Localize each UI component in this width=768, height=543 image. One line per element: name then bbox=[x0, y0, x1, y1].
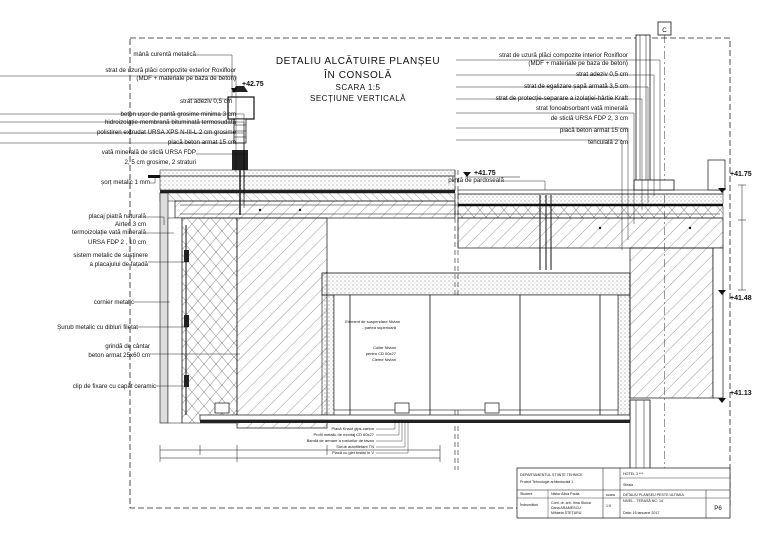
right-leaders bbox=[456, 59, 661, 250]
left-leaders bbox=[0, 54, 245, 387]
tb-project: Proiect Tehnologie arhitecturală 1 bbox=[520, 480, 573, 484]
label-stone-cladding: placaj piatră naturală bbox=[89, 213, 147, 220]
bottom-notes: Placă Knauf gips-carton Profil metalic d… bbox=[307, 420, 409, 455]
title-line2: ÎN CONSOLĂ bbox=[323, 68, 392, 81]
level-marker: +41.75 bbox=[463, 170, 520, 178]
tb-tutor-label: Îndrumători bbox=[519, 503, 538, 507]
center-notes: Element de suspendare Nivtan - partea su… bbox=[345, 319, 400, 362]
label-interior-slab: placă beton armat 15 cm bbox=[560, 127, 628, 134]
tb-date: Data: 16 ianuarie 2017 bbox=[623, 511, 659, 515]
label-beam-note: beton armat 25x60 cm bbox=[88, 352, 150, 359]
label-waterproofing: hidroizolație-membrană bituminată termos… bbox=[105, 119, 237, 126]
label-adhesive: strat adeziv 0,5 cm bbox=[180, 98, 232, 105]
grid-marker-label: C bbox=[662, 27, 667, 34]
tb-student-name: Nistor Alina Paula bbox=[551, 492, 579, 496]
level-label: +42.75 bbox=[242, 81, 264, 88]
sheet-border bbox=[129, 37, 731, 509]
label-interior-finish-note: (MDF + materiale pe baza de beton) bbox=[528, 60, 628, 67]
tb-tutor: Mihaela ȘTEȚARU bbox=[551, 511, 582, 515]
level-label: +41.48 bbox=[730, 295, 752, 302]
label-support-system: sistem metalic de susținere bbox=[73, 252, 148, 259]
tb-drawing-name: DETALIU PLANȘEU PESTE ULTIMUL bbox=[623, 493, 685, 497]
title-block: DEPARTAMENTUL ȘTIINȚE TEHNICE Proiect Te… bbox=[516, 467, 731, 519]
tb-location: Sinaia bbox=[623, 483, 633, 487]
label-angle: cornier metalic bbox=[94, 299, 134, 306]
label-handrail: mână curentă metalică bbox=[133, 51, 196, 58]
label-beam: grindă de cântar bbox=[105, 343, 150, 350]
tb-hotel: HOTEL 3 *** bbox=[623, 472, 644, 476]
level-marker: +41.75 bbox=[718, 171, 752, 193]
tb-scale-value: 1:5 bbox=[606, 504, 611, 508]
label-mineral-wool: vată minerală de sticlă URSA FDP bbox=[102, 149, 196, 156]
left-label-column: mână curentă metalică strat de uzură plă… bbox=[57, 51, 236, 390]
tb-tutor: Conf. dr. arh. Irina Stoica bbox=[551, 501, 591, 505]
label-airtec: Airtec 3 cm bbox=[115, 221, 146, 228]
level-label: +41.75 bbox=[474, 170, 496, 177]
title-section: SECȚIUNE VERTICALĂ bbox=[310, 94, 406, 103]
label-leveling: strat de egalizare șapă armată 3,5 cm bbox=[524, 83, 628, 90]
tb-student-label: Student bbox=[520, 492, 532, 496]
svg-text:Șurub autofiletant TN: Șurub autofiletant TN bbox=[336, 444, 374, 449]
label-interior-finish: strat de uzură plăci compozite interior … bbox=[499, 52, 628, 59]
svg-text:Element de suspendare Nivtan: Element de suspendare Nivtan bbox=[345, 319, 400, 324]
label-mineral-wool-note: 2, 5 cm grosime, 2 straturi bbox=[124, 159, 196, 166]
label-flashing: șorț metalic 1 mm bbox=[101, 179, 150, 186]
svg-text:- partea superioară: - partea superioară bbox=[362, 325, 397, 330]
label-skirting: plintă de pardoseală bbox=[448, 177, 504, 184]
label-support-system-note: a placajului de fațadă bbox=[90, 261, 149, 268]
tb-tutor: Dana ARAMESCU bbox=[551, 506, 581, 510]
dimension-line bbox=[159, 445, 441, 462]
label-exterior-finish: strat de uzură plăci compozite exterior … bbox=[105, 67, 236, 74]
svg-text:Cleme Nivtan: Cleme Nivtan bbox=[372, 357, 396, 362]
svg-text:Bandă de armare a rosturilor d: Bandă de armare a rosturilor de tavan bbox=[307, 438, 374, 443]
tb-drawing-number: P6 bbox=[714, 505, 722, 512]
title-scale: SCARA 1:5 bbox=[336, 83, 381, 92]
label-xps: polistiren extrudat URSA XPS N-III-L 2 c… bbox=[97, 129, 237, 136]
label-acoustic: strat fonoabsorbant vată minerală bbox=[536, 105, 629, 112]
label-facade-insulation-note: URSA FDP 2 , 10 cm bbox=[88, 239, 146, 246]
label-interior-adhesive: strat adeziv 0,5 cm bbox=[576, 71, 628, 78]
label-anchor-bolt: Șurub metalic cu dibluri filetat bbox=[57, 324, 138, 331]
level-label: +41.75 bbox=[730, 171, 752, 178]
label-screed: beton ușor de pantă grosime minima 3 cm bbox=[120, 111, 236, 118]
label-slab: placă beton armat 15 cm bbox=[168, 139, 236, 146]
label-acoustic-note: de sticlă URSA FDP 2, 3 cm bbox=[551, 115, 628, 122]
level-label: +41.13 bbox=[730, 390, 752, 397]
level-marker: +41.48 bbox=[718, 290, 752, 302]
level-marker: +41.13 bbox=[718, 390, 752, 403]
svg-text:Profil metalic de montaj CD 60: Profil metalic de montaj CD 60x27 bbox=[314, 432, 375, 437]
concrete-beam bbox=[236, 217, 328, 429]
svg-text:Placă cu glet fosfat în V: Placă cu glet fosfat în V bbox=[332, 450, 374, 455]
svg-text:Placă Knauf gips-carton: Placă Knauf gips-carton bbox=[332, 426, 374, 431]
label-clip: clip de fixare cu capăt ceramic bbox=[73, 383, 156, 390]
tb-scale-label: scara bbox=[606, 493, 615, 497]
title-line1: DETALIU ALCĂTUIRE PLANȘEU bbox=[276, 54, 440, 67]
level-marker: +42.75 bbox=[231, 81, 264, 93]
label-kraft: strat de protecție-separare a izolației-… bbox=[496, 95, 629, 102]
svg-text:pentru CD 60x27: pentru CD 60x27 bbox=[366, 351, 397, 356]
rebar bbox=[180, 195, 720, 270]
right-label-column: strat de uzură plăci compozite interior … bbox=[448, 52, 628, 184]
svg-text:Colier Nivtan: Colier Nivtan bbox=[373, 345, 396, 350]
label-plaster: tencuială 2 cm bbox=[588, 139, 628, 146]
label-facade-insulation: termoizolație vată minerală bbox=[72, 229, 146, 236]
tb-drawing-name: NIVEL - TERASĂ NC: 14 bbox=[623, 499, 663, 503]
label-exterior-finish-note: (MDF + materiale pe baza de beton) bbox=[136, 75, 236, 82]
ceiling-hangers bbox=[214, 295, 601, 415]
tb-department: DEPARTAMENTUL ȘTIINȚE TEHNICE bbox=[520, 473, 583, 477]
